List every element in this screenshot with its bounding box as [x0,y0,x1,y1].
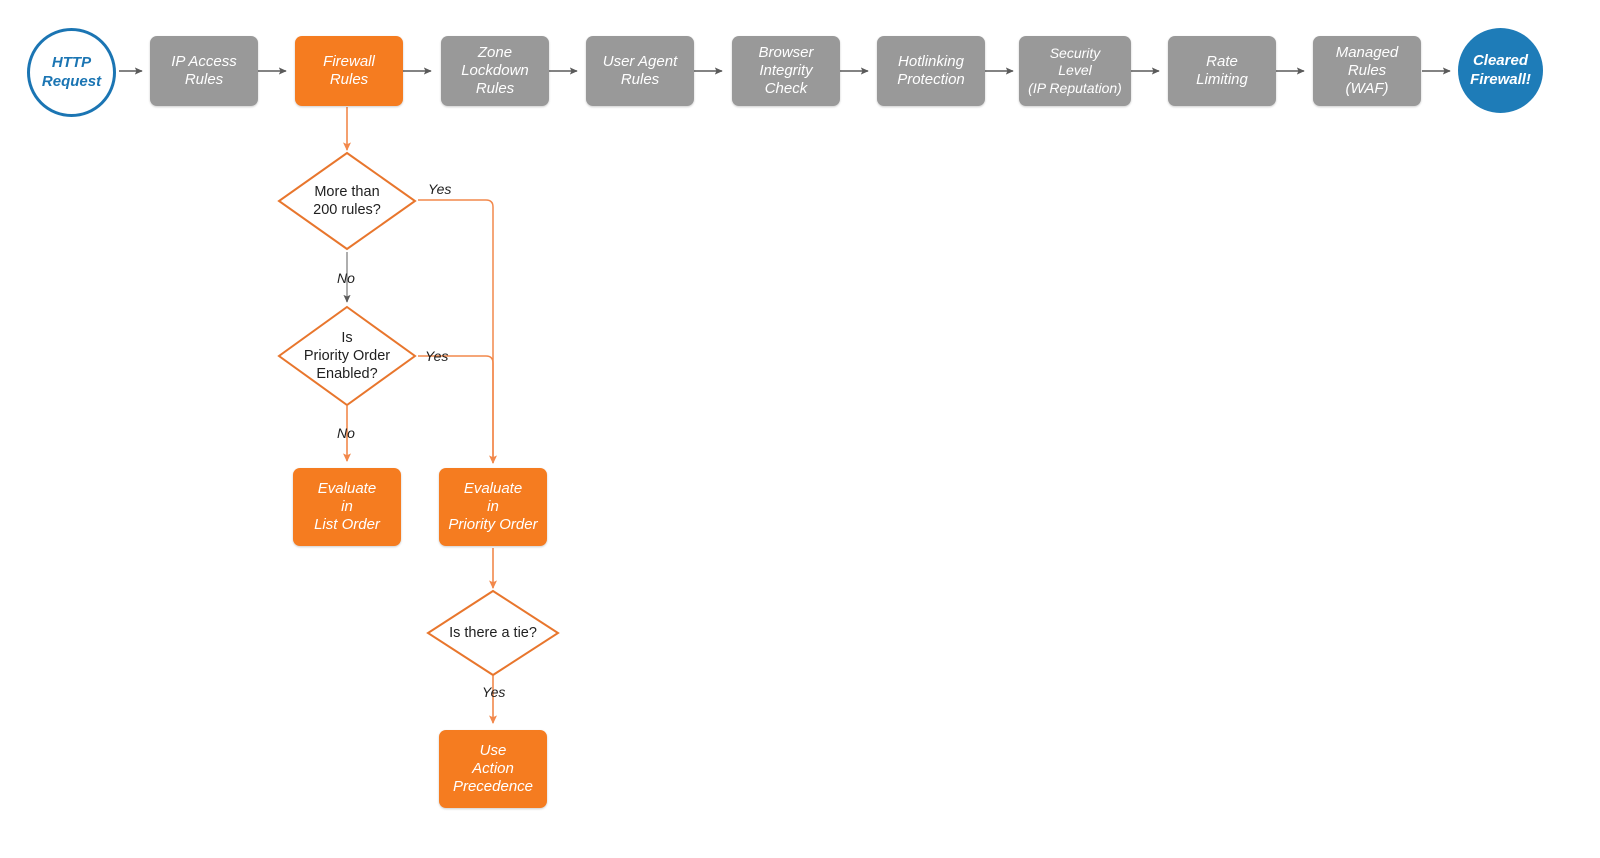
node-label: HTTP Request [41,54,102,90]
node-browser-integrity-check[interactable]: Browser Integrity Check [732,36,840,106]
edge-decision2-yes-to-priority-order [418,355,494,463]
decision-label: Is Priority Order Enabled? [303,329,391,383]
node-label: Security Level (IP Reputation) [1028,45,1122,96]
node-label: Hotlinking Protection [897,52,965,88]
node-label: Evaluate in Priority Order [448,479,538,534]
node-label: Use Action Precedence [452,741,534,796]
edge-label-decision2-no: No [337,425,355,441]
node-label: Managed Rules (WAF) [1335,43,1399,98]
node-user-agent-rules[interactable]: User Agent Rules [586,36,694,106]
decision-label: Is there a tie? [449,624,537,641]
edge-decision1-yes-to-priority-order [418,199,497,465]
decision-is-there-a-tie[interactable]: Is there a tie? [426,589,560,677]
node-use-action-precedence[interactable]: Use Action Precedence [439,730,547,808]
diamond-shape [277,305,417,407]
node-ip-access-rules[interactable]: IP Access Rules [150,36,258,106]
node-hotlinking-protection[interactable]: Hotlinking Protection [877,36,985,106]
node-label: Browser Integrity Check [758,43,814,98]
node-label: Zone Lockdown Rules [461,43,529,98]
node-http-request[interactable]: HTTP Request [27,28,116,117]
edge-label-decision2-yes: Yes [425,348,449,364]
node-label: Cleared Firewall! [1470,52,1531,88]
node-managed-rules-waf[interactable]: Managed Rules (WAF) [1313,36,1421,106]
node-security-level[interactable]: Security Level (IP Reputation) [1019,36,1131,106]
node-rate-limiting[interactable]: Rate Limiting [1168,36,1276,106]
node-evaluate-in-list-order[interactable]: Evaluate in List Order [293,468,401,546]
node-firewall-rules[interactable]: Firewall Rules [295,36,403,106]
decision-label: More than 200 rules? [313,183,381,218]
edge-label-decision3-yes: Yes [482,684,506,700]
node-label: User Agent Rules [602,52,678,88]
diamond-shape [426,589,560,677]
node-cleared-firewall[interactable]: Cleared Firewall! [1458,28,1543,113]
node-label: Firewall Rules [323,52,375,88]
diamond-shape [277,151,417,251]
node-label: IP Access Rules [171,52,237,88]
node-zone-lockdown-rules[interactable]: Zone Lockdown Rules [441,36,549,106]
decision-is-priority-order-enabled[interactable]: Is Priority Order Enabled? [277,305,417,407]
decision-more-than-200-rules[interactable]: More than 200 rules? [277,151,417,251]
node-label: Evaluate in List Order [314,479,380,534]
edge-label-decision1-no: No [337,270,355,286]
node-label: Rate Limiting [1196,52,1248,88]
edge-label-decision1-yes: Yes [428,181,452,197]
node-evaluate-in-priority-order[interactable]: Evaluate in Priority Order [439,468,547,546]
